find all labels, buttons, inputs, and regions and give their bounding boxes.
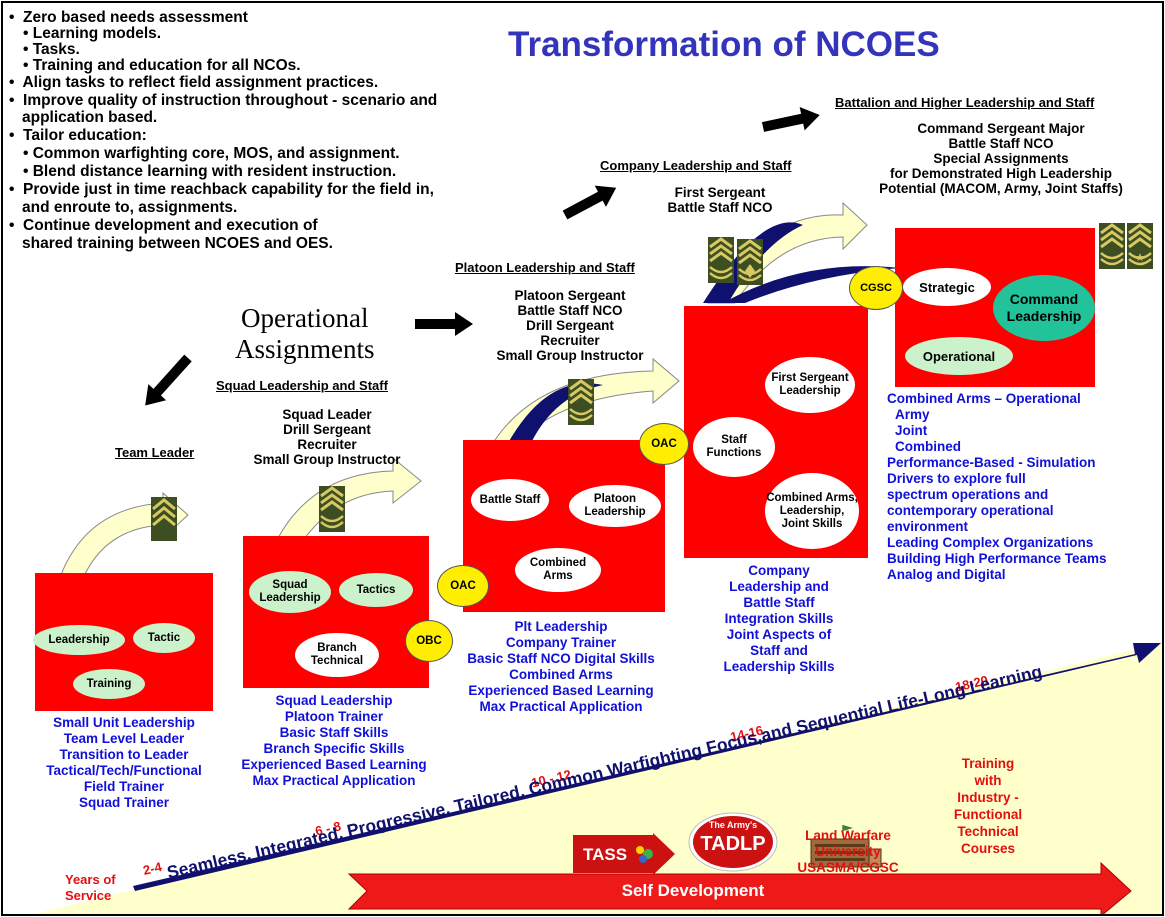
bullet-dot: • — [9, 9, 24, 26]
bullet-item: • Tasks. — [23, 41, 80, 58]
bullet-item: • Common warfighting core, MOS, and assi… — [23, 145, 400, 162]
bullet-item: and enroute to, assignments. — [22, 199, 238, 216]
obc-circle: OBC — [405, 620, 453, 662]
bullet-item: shared training between NCOES and OES. — [22, 235, 333, 252]
oval-operational: Operational — [905, 337, 1013, 375]
oval-branch-technical: Branch Technical — [295, 633, 379, 677]
squad-roles: Squad Leader Drill Sergeant Recruiter Sm… — [253, 407, 401, 467]
bullet-dot: • — [9, 217, 24, 234]
squad-heading: Squad Leadership and Staff — [216, 378, 388, 393]
tadlp-logo: The Army's TADLP — [688, 812, 778, 872]
university-building-icon — [810, 825, 882, 868]
bullet-dot: • — [23, 145, 33, 162]
oval-strategic: Strategic — [903, 268, 991, 306]
oac-circle: OAC — [437, 565, 489, 607]
oval-leadership: Leadership — [33, 625, 125, 655]
oval-combined-arms: Combined Arms — [515, 548, 601, 592]
battalion-roles: Command Sergeant Major Battle Staff NCO … — [879, 121, 1123, 196]
bullet-item: • Tailor education: — [9, 127, 147, 144]
platoon-roles: Platoon Sergeant Battle Staff NCO Drill … — [496, 288, 644, 363]
bullet-item: • Learning models. — [23, 25, 162, 42]
bullet-item: • Training and education for all NCOs. — [23, 57, 301, 74]
battalion-skills: Combined Arms – Operational Army Joint C… — [887, 391, 1107, 582]
oac-circle: OAC — [639, 423, 689, 465]
bullet-item: • Align tasks to reflect field assignmen… — [9, 74, 379, 91]
oval-training: Training — [73, 669, 145, 699]
corporal-chevron-icon — [151, 497, 177, 541]
bullet-dot: • — [23, 163, 33, 180]
oval-tactic: Tactic — [133, 623, 195, 653]
industry-caption: Training with Industry - Functional Tech… — [953, 756, 1023, 856]
oval-platoon-leadership: Platoon Leadership — [569, 485, 661, 527]
oval-tactics: Tactics — [339, 573, 413, 607]
bullet-item: • Improve quality of instruction through… — [9, 92, 438, 109]
bullet-dot: • — [9, 181, 24, 198]
bullet-dot: • — [23, 25, 33, 42]
bullet-dot: • — [23, 41, 33, 58]
arrow-to-team — [145, 354, 192, 406]
bullet-item: • Provide just in time reachback capabil… — [9, 181, 434, 198]
team-leader-heading: Team Leader — [115, 445, 195, 460]
oval-squad-leadership: Squad Leadership — [249, 571, 331, 613]
svg-text:★: ★ — [1135, 252, 1145, 264]
cgsc-circle: CGSC — [849, 266, 903, 310]
self-development-label: Self Development — [621, 881, 765, 900]
company-roles: First Sergeant Battle Staff NCO — [667, 185, 773, 215]
bullet-dot: • — [9, 127, 24, 144]
team-leader-skills: Small Unit Leadership Team Level Leader … — [46, 715, 202, 810]
oval-combined-arms-leadership-joint-skills: Combined Arms, Leadership, Joint Skills — [765, 473, 859, 549]
squad-skills: Squad Leadership Platoon Trainer Basic S… — [241, 693, 427, 788]
svg-text:The Army's: The Army's — [709, 820, 757, 830]
arrow-to-company — [562, 185, 617, 220]
oval-staff-functions: Staff Functions — [693, 417, 775, 477]
oval-command-leadership: Command Leadership — [993, 275, 1095, 341]
svg-text:TADLP: TADLP — [700, 833, 765, 855]
arrow-to-battalion — [761, 106, 820, 132]
bullet-item: • Blend distance learning with resident … — [23, 163, 397, 180]
university-caption: Land Warfare University USASMA/CGSC — [797, 828, 899, 875]
bullet-item: • Zero based needs assessment — [9, 9, 248, 26]
rank-insignia: ★ — [151, 221, 1155, 541]
platoon-skills: Plt Leadership Company Trainer Basic Sta… — [467, 619, 655, 714]
tass-logo: TASS — [573, 833, 675, 875]
page-title: Transformation of NCOES — [508, 25, 940, 64]
battalion-heading: Battalion and Higher Leadership and Staf… — [835, 95, 1095, 110]
bullet-dot: • — [23, 57, 33, 74]
self-development-arrow — [347, 861, 1132, 914]
bullet-dot: • — [9, 92, 24, 109]
company-heading: Company Leadership and Staff — [600, 158, 792, 173]
bullet-item: • Continue development and execution of — [9, 217, 318, 234]
platoon-heading: Platoon Leadership and Staff — [455, 260, 635, 275]
years-of-service-label: Years of Service — [65, 872, 116, 903]
bullet-item: application based. — [22, 109, 158, 126]
company-skills: Company Leadership and Battle Staff Inte… — [723, 563, 835, 674]
oval-first-sergeant-leadership: First Sergeant Leadership — [765, 357, 855, 413]
svg-text:TASS: TASS — [583, 845, 627, 864]
first-sergeant-chevron-icon — [735, 237, 765, 287]
command-sergeant-major-chevron-icon: ★ — [1125, 221, 1155, 271]
oval-battle-staff: Battle Staff — [471, 479, 549, 521]
arrow-to-platoon — [415, 312, 473, 336]
timeline-arrow — [133, 643, 1161, 891]
pointer-arrows — [145, 106, 820, 406]
bullet-dot: • — [9, 74, 23, 91]
operational-assignments-label: Operational Assignments — [235, 303, 375, 364]
